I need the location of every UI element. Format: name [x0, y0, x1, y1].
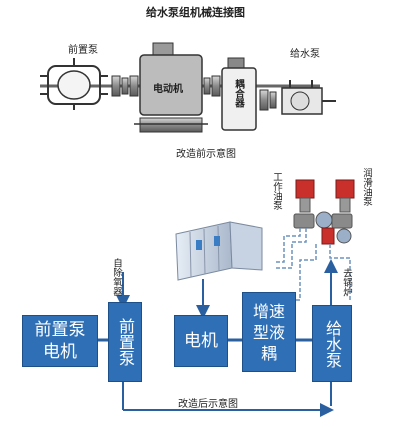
- speed-coupling-box: 增速型液耦: [242, 292, 296, 372]
- coupling-label: 耦合器: [233, 79, 244, 108]
- control-cabinet-drawing: [175, 221, 263, 281]
- motor-drawing: [134, 42, 208, 133]
- before-retrofit-caption: 改造前示意图: [176, 149, 236, 160]
- deaerator-label: 自除氧器: [111, 258, 122, 296]
- front-pump-box: 前置泵: [108, 302, 142, 382]
- middle-coupling-drawing: [203, 75, 221, 97]
- work-oil-pump-label: 工作油泵: [271, 172, 282, 210]
- feed-pump-box: 给水泵: [312, 305, 352, 382]
- lube-oil-pump-drawing: [331, 179, 355, 244]
- water-flow-line: [122, 380, 334, 417]
- left-coupling-drawing: [111, 75, 139, 97]
- lube-oil-pump-label: 润滑油泵: [361, 168, 372, 206]
- work-oil-pump-drawing: [293, 179, 335, 245]
- feed-pump-drawing: [281, 80, 336, 115]
- motor-box-label: 电机: [184, 331, 218, 351]
- front-pump-motor-box: 前置泵 电机: [22, 315, 98, 367]
- mechanical-diagram-title: 给水泵组机械连接图: [146, 6, 245, 19]
- fluid-coupling-drawing: [221, 57, 257, 131]
- front-pump-motor-line2: 电机: [43, 342, 77, 362]
- to-boiler-label: 去锅炉: [341, 268, 352, 297]
- motor-label: 电动机: [153, 84, 183, 95]
- feed-pump-box-label: 给水泵: [323, 319, 342, 368]
- right-coupling-drawing: [259, 89, 277, 111]
- front-pump-box-label: 前置泵: [116, 318, 135, 366]
- motor-box: 电机: [174, 315, 228, 367]
- front-pump-motor-line1: 前置泵: [34, 320, 86, 340]
- front-pump-label: 前置泵: [68, 45, 98, 56]
- after-retrofit-caption: 改造后示意图: [178, 399, 238, 410]
- feed-pump-label: 给水泵: [290, 49, 320, 60]
- front-pump-drawing: [40, 58, 108, 110]
- speed-coupling-box-label: 增速型液耦: [252, 301, 285, 363]
